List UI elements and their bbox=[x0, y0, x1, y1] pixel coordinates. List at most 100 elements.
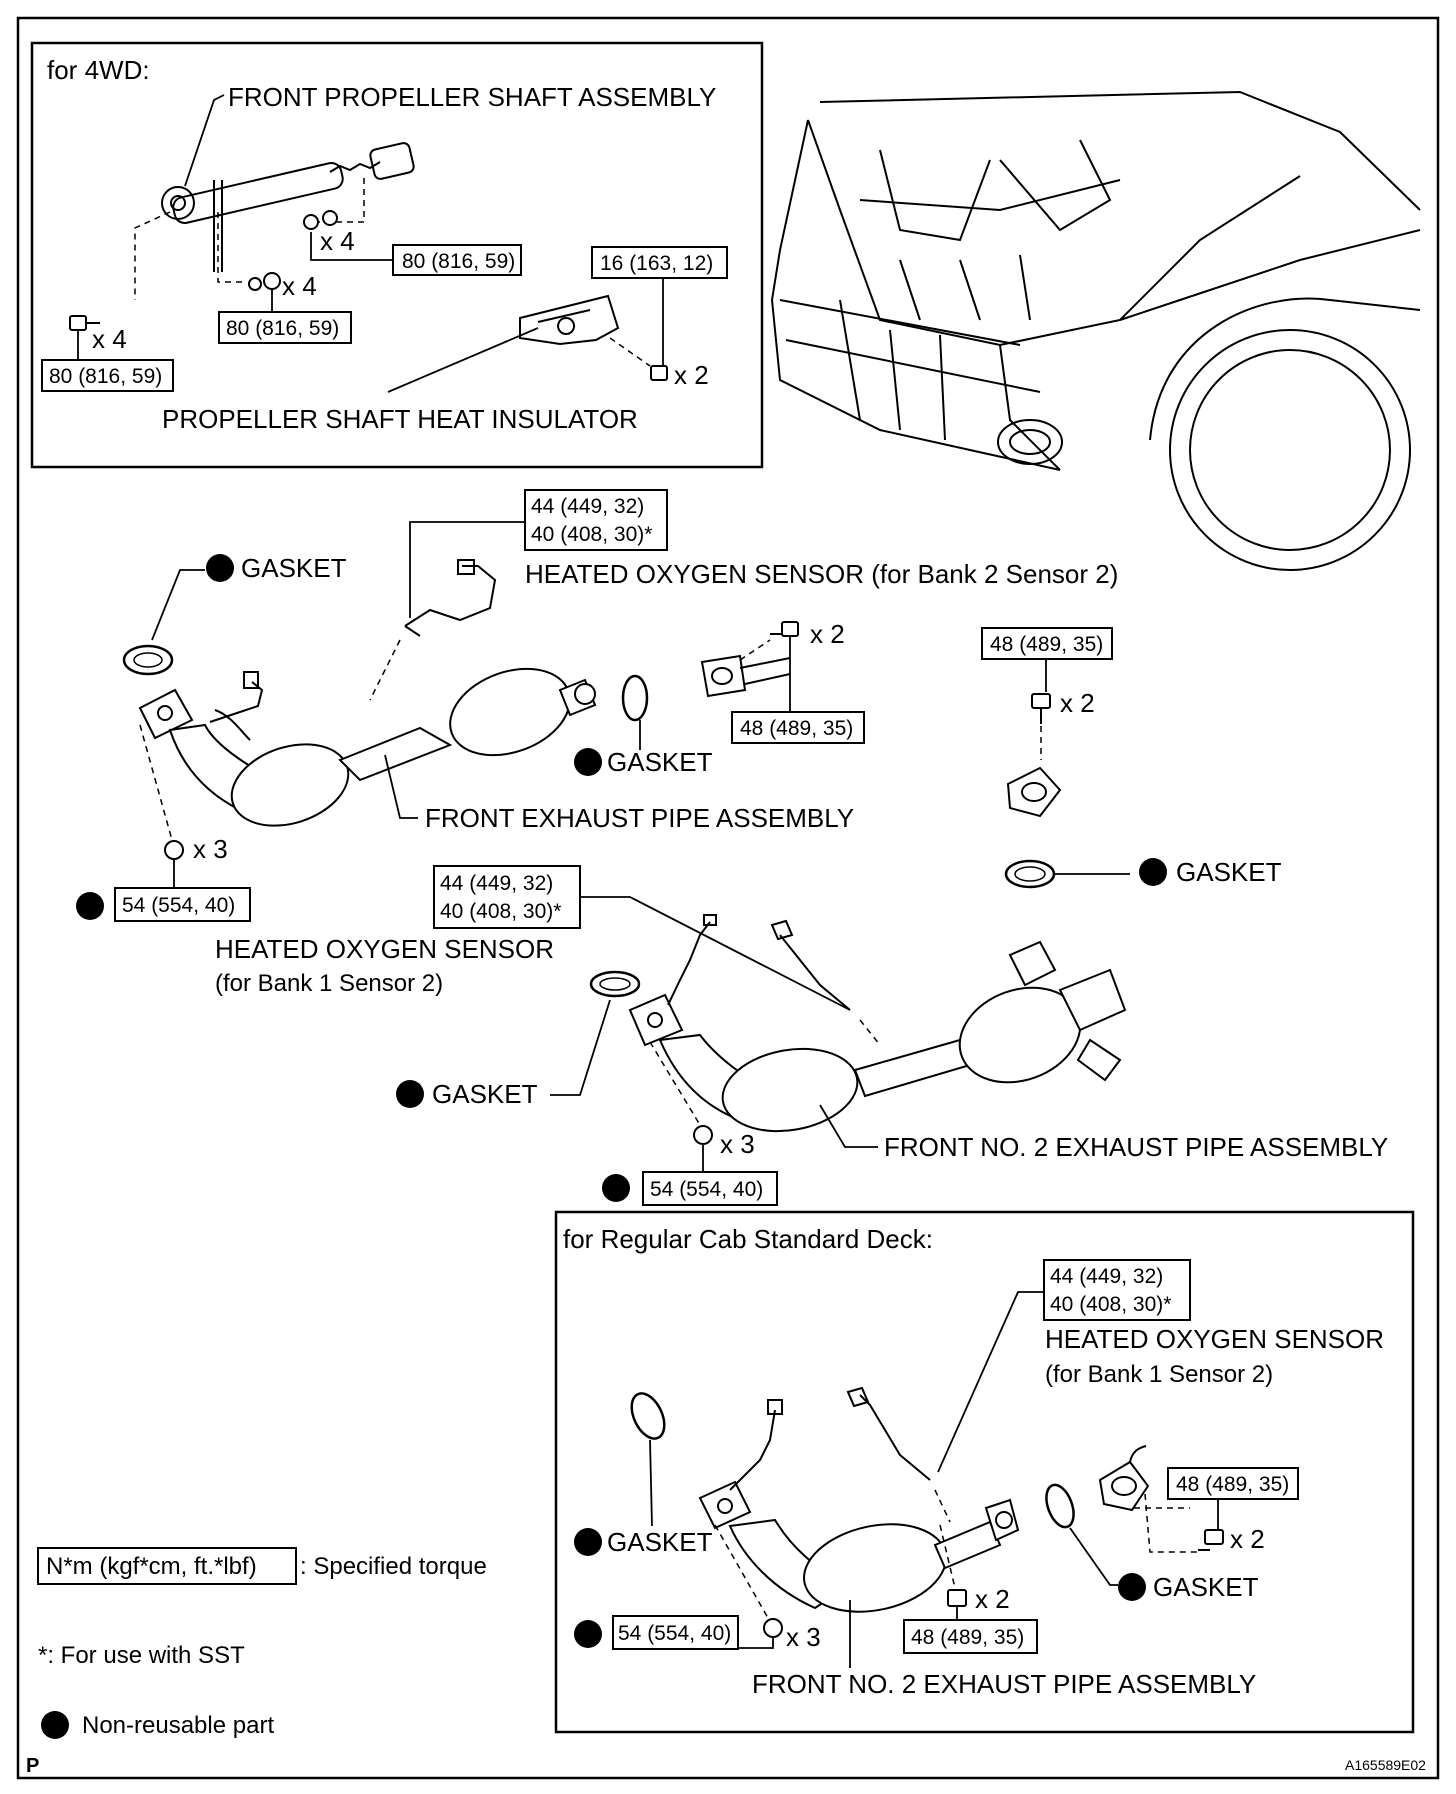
nut-qty: x 3 bbox=[193, 834, 228, 864]
nut-pair-upper bbox=[303, 210, 338, 230]
no2-pipe-label: FRONT NO. 2 EXHAUST PIPE ASSEMBLY bbox=[884, 1132, 1388, 1162]
rc-sensor-a bbox=[729, 1399, 783, 1491]
torque-box-insulator bbox=[591, 246, 728, 279]
main-section: 44 (449, 32) 40 (408, 30)* HEATED OXYGEN… bbox=[76, 489, 1388, 1206]
front-pipe-leader bbox=[384, 754, 418, 819]
rc-flange-hole bbox=[1111, 1476, 1137, 1496]
qty-insulator: x 2 bbox=[674, 360, 709, 390]
torque-insulator: 16 (163, 12) bbox=[600, 252, 713, 275]
nut-guide bbox=[139, 724, 173, 841]
flange-pipe bbox=[739, 657, 791, 685]
nut-drawing bbox=[164, 840, 184, 860]
nut-non-reusable-dot bbox=[76, 892, 104, 920]
no2-exhaust-pipe-drawing bbox=[628, 940, 1127, 1133]
nut-pair-lower bbox=[248, 272, 281, 291]
torque-box-upper bbox=[392, 244, 522, 276]
no2-nut-dot bbox=[602, 1174, 630, 1202]
gasket-4-label: GASKET bbox=[432, 1079, 538, 1109]
front-pipe-sensor-plug bbox=[209, 671, 264, 723]
right-bolt bbox=[1031, 693, 1051, 724]
torque-box-lower bbox=[218, 311, 352, 344]
gasket-3-inner bbox=[1014, 866, 1046, 882]
rc-nut-drawing bbox=[763, 1618, 783, 1638]
rc-bolt-qty: x 2 bbox=[975, 1584, 1010, 1614]
b1-sensor-torque-2: 40 (408, 30)* bbox=[440, 900, 561, 923]
torque-lower: 80 (816, 59) bbox=[226, 317, 339, 340]
rc-sensor-torque-2: 40 (408, 30)* bbox=[1050, 1293, 1171, 1316]
b1-sensor-label-2: (for Bank 1 Sensor 2) bbox=[215, 970, 443, 997]
rc-flange-torque: 48 (489, 35) bbox=[1176, 1473, 1289, 1496]
rc-flange-torque-box bbox=[1167, 1467, 1299, 1500]
right-flange-hole bbox=[1021, 782, 1047, 802]
rc-gasket-right-label: GASKET bbox=[1153, 1572, 1259, 1602]
propeller-shaft-label: FRONT PROPELLER SHAFT ASSEMBLY bbox=[228, 82, 716, 112]
b1-sensor-leader bbox=[580, 896, 851, 1011]
top-oxygen-sensor-drawing bbox=[404, 559, 497, 637]
footer-figure-id: A165589E02 bbox=[1345, 1757, 1426, 1773]
gasket-4-inner bbox=[599, 977, 631, 991]
propeller-shaft-drawing bbox=[161, 142, 415, 272]
legend-nonreusable: Non-reusable part bbox=[82, 1712, 274, 1739]
torque-left: 80 (816, 59) bbox=[49, 365, 162, 388]
nut-torque: 54 (554, 40) bbox=[122, 894, 235, 917]
gasket-1-drawing bbox=[122, 644, 174, 676]
rc-gasket-left-dot bbox=[574, 1528, 602, 1556]
flange-bolt bbox=[770, 621, 799, 637]
gasket-3-dot bbox=[1139, 858, 1167, 886]
rc-sensor-torque-1: 44 (449, 32) bbox=[1050, 1265, 1163, 1288]
no2-sensor-a bbox=[667, 914, 717, 1006]
legend-nonreusable-dot bbox=[41, 1711, 69, 1739]
no2-nut-qty: x 3 bbox=[720, 1129, 755, 1159]
rc-sensor-b bbox=[846, 1386, 931, 1481]
gasket-4-leader bbox=[550, 999, 611, 1096]
qty-lower: x 4 bbox=[282, 271, 317, 301]
gasket-non-reusable-dot bbox=[206, 554, 234, 582]
gasket-1-inner bbox=[133, 652, 163, 668]
four-wd-frame bbox=[30, 41, 764, 469]
rc-gasket-left-leader bbox=[649, 1439, 653, 1527]
rc-nut-torque: 54 (554, 40) bbox=[618, 1622, 731, 1645]
rc-flange-cable bbox=[1129, 1445, 1147, 1463]
gasket-4-dot bbox=[396, 1080, 424, 1108]
gasket-3-label: GASKET bbox=[1176, 857, 1282, 887]
rc-exhaust-pipe-drawing bbox=[698, 1480, 1020, 1613]
no2-nut-torque-box bbox=[642, 1171, 778, 1206]
rc-nut-qty: x 3 bbox=[786, 1622, 821, 1652]
torque-upper-leader bbox=[310, 232, 393, 261]
shaft-bolt-guide bbox=[134, 178, 365, 300]
right-flange-drawing bbox=[1006, 766, 1062, 818]
top-sensor-leader bbox=[409, 521, 525, 618]
right-torque-box bbox=[981, 627, 1113, 660]
gasket-3-drawing bbox=[1004, 859, 1056, 889]
rc-flange-bolt-guide bbox=[1134, 1493, 1198, 1553]
gasket-2-drawing bbox=[621, 674, 649, 722]
rc-gasket-left-label: GASKET bbox=[607, 1527, 713, 1557]
no2-nut-drawing bbox=[693, 1125, 713, 1145]
gasket-1-leader bbox=[151, 569, 205, 641]
top-sensor-label: HEATED OXYGEN SENSOR (for Bank 2 Sensor … bbox=[525, 559, 1118, 589]
rc-pipe-label: FRONT NO. 2 EXHAUST PIPE ASSEMBLY bbox=[752, 1669, 1256, 1699]
heat-insulator-drawing bbox=[519, 294, 620, 346]
rc-sensor-label-2: (for Bank 1 Sensor 2) bbox=[1045, 1361, 1273, 1388]
front-pipe-label: FRONT EXHAUST PIPE ASSEMBLY bbox=[425, 803, 854, 833]
footer-left-mark: P bbox=[26, 1755, 39, 1777]
shaft-leader bbox=[184, 94, 225, 187]
rc-gasket-left-drawing bbox=[630, 1392, 666, 1440]
right-qty: x 2 bbox=[1060, 688, 1095, 718]
rc-flange-qty: x 2 bbox=[1230, 1524, 1265, 1554]
top-sensor-torque-1: 44 (449, 32) bbox=[531, 495, 644, 518]
legend-unit: N*m (kgf*cm, ft.*lbf) bbox=[46, 1553, 257, 1580]
top-sensor-torque-box bbox=[524, 489, 668, 551]
rc-flange-drawing bbox=[1098, 1460, 1150, 1512]
insulator-leader bbox=[387, 327, 539, 393]
no2-pipe-leader bbox=[819, 1104, 878, 1148]
heat-insulator-label: PROPELLER SHAFT HEAT INSULATOR bbox=[162, 404, 638, 434]
front-pipe-sensor-guide bbox=[369, 639, 401, 701]
b1-sensor-torque-1: 44 (449, 32) bbox=[440, 872, 553, 895]
rc-bolt-torque-box bbox=[903, 1619, 1038, 1654]
rc-sensor-torque-box bbox=[1043, 1259, 1191, 1321]
legend: N*m (kgf*cm, ft.*lbf) : Specified torque… bbox=[37, 1547, 487, 1739]
rc-bolt-torque: 48 (489, 35) bbox=[911, 1626, 1024, 1649]
rc-sensor-leader bbox=[937, 1291, 1044, 1473]
